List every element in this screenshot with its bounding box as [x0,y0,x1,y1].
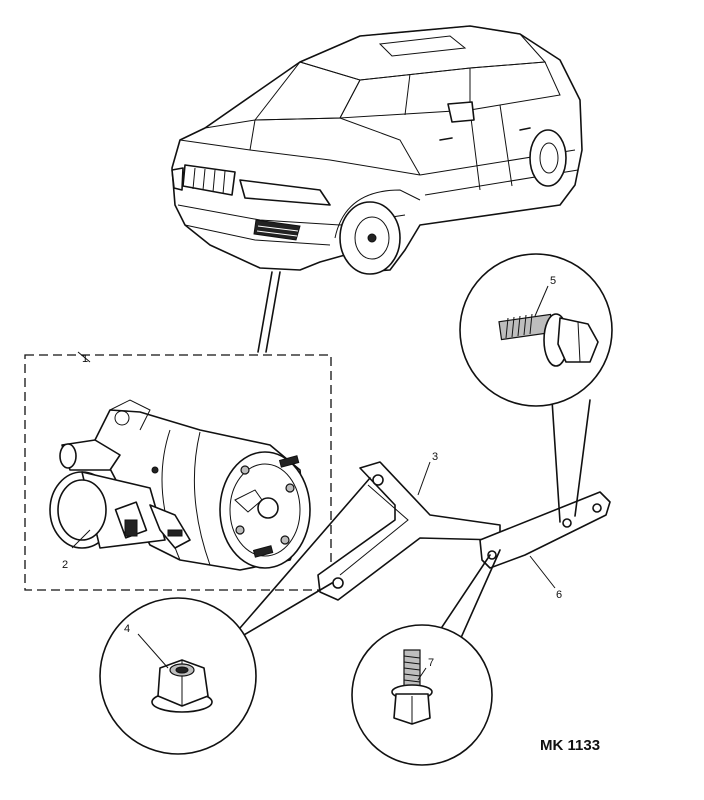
reference-code: MK 1133 [540,737,600,754]
callout-1: 1 [82,353,88,365]
callout-5: 5 [550,275,556,287]
callout-4: 4 [124,623,130,635]
callout-3: 3 [432,451,438,463]
callout-leaders [71,285,556,681]
callout-2: 2 [62,559,68,571]
flanged-bolt [498,313,599,367]
solenoid [49,471,191,549]
car-to-starter-leader [257,271,281,353]
mounting-bracket [317,461,501,601]
detail-circle-nut-4 [99,597,257,755]
dashed-frame [24,354,332,591]
starter-motor [59,399,311,571]
short-flanged-bolt [391,649,433,725]
car-illustration [171,25,583,275]
callout-6: 6 [556,589,562,601]
detail-circle-bolt-5 [459,253,613,407]
support-strap [479,491,611,569]
callout-7: 7 [428,657,434,669]
starter-motor-group [24,354,332,591]
detail-circle-bolt-7 [351,624,493,766]
flanged-nut [151,659,213,713]
